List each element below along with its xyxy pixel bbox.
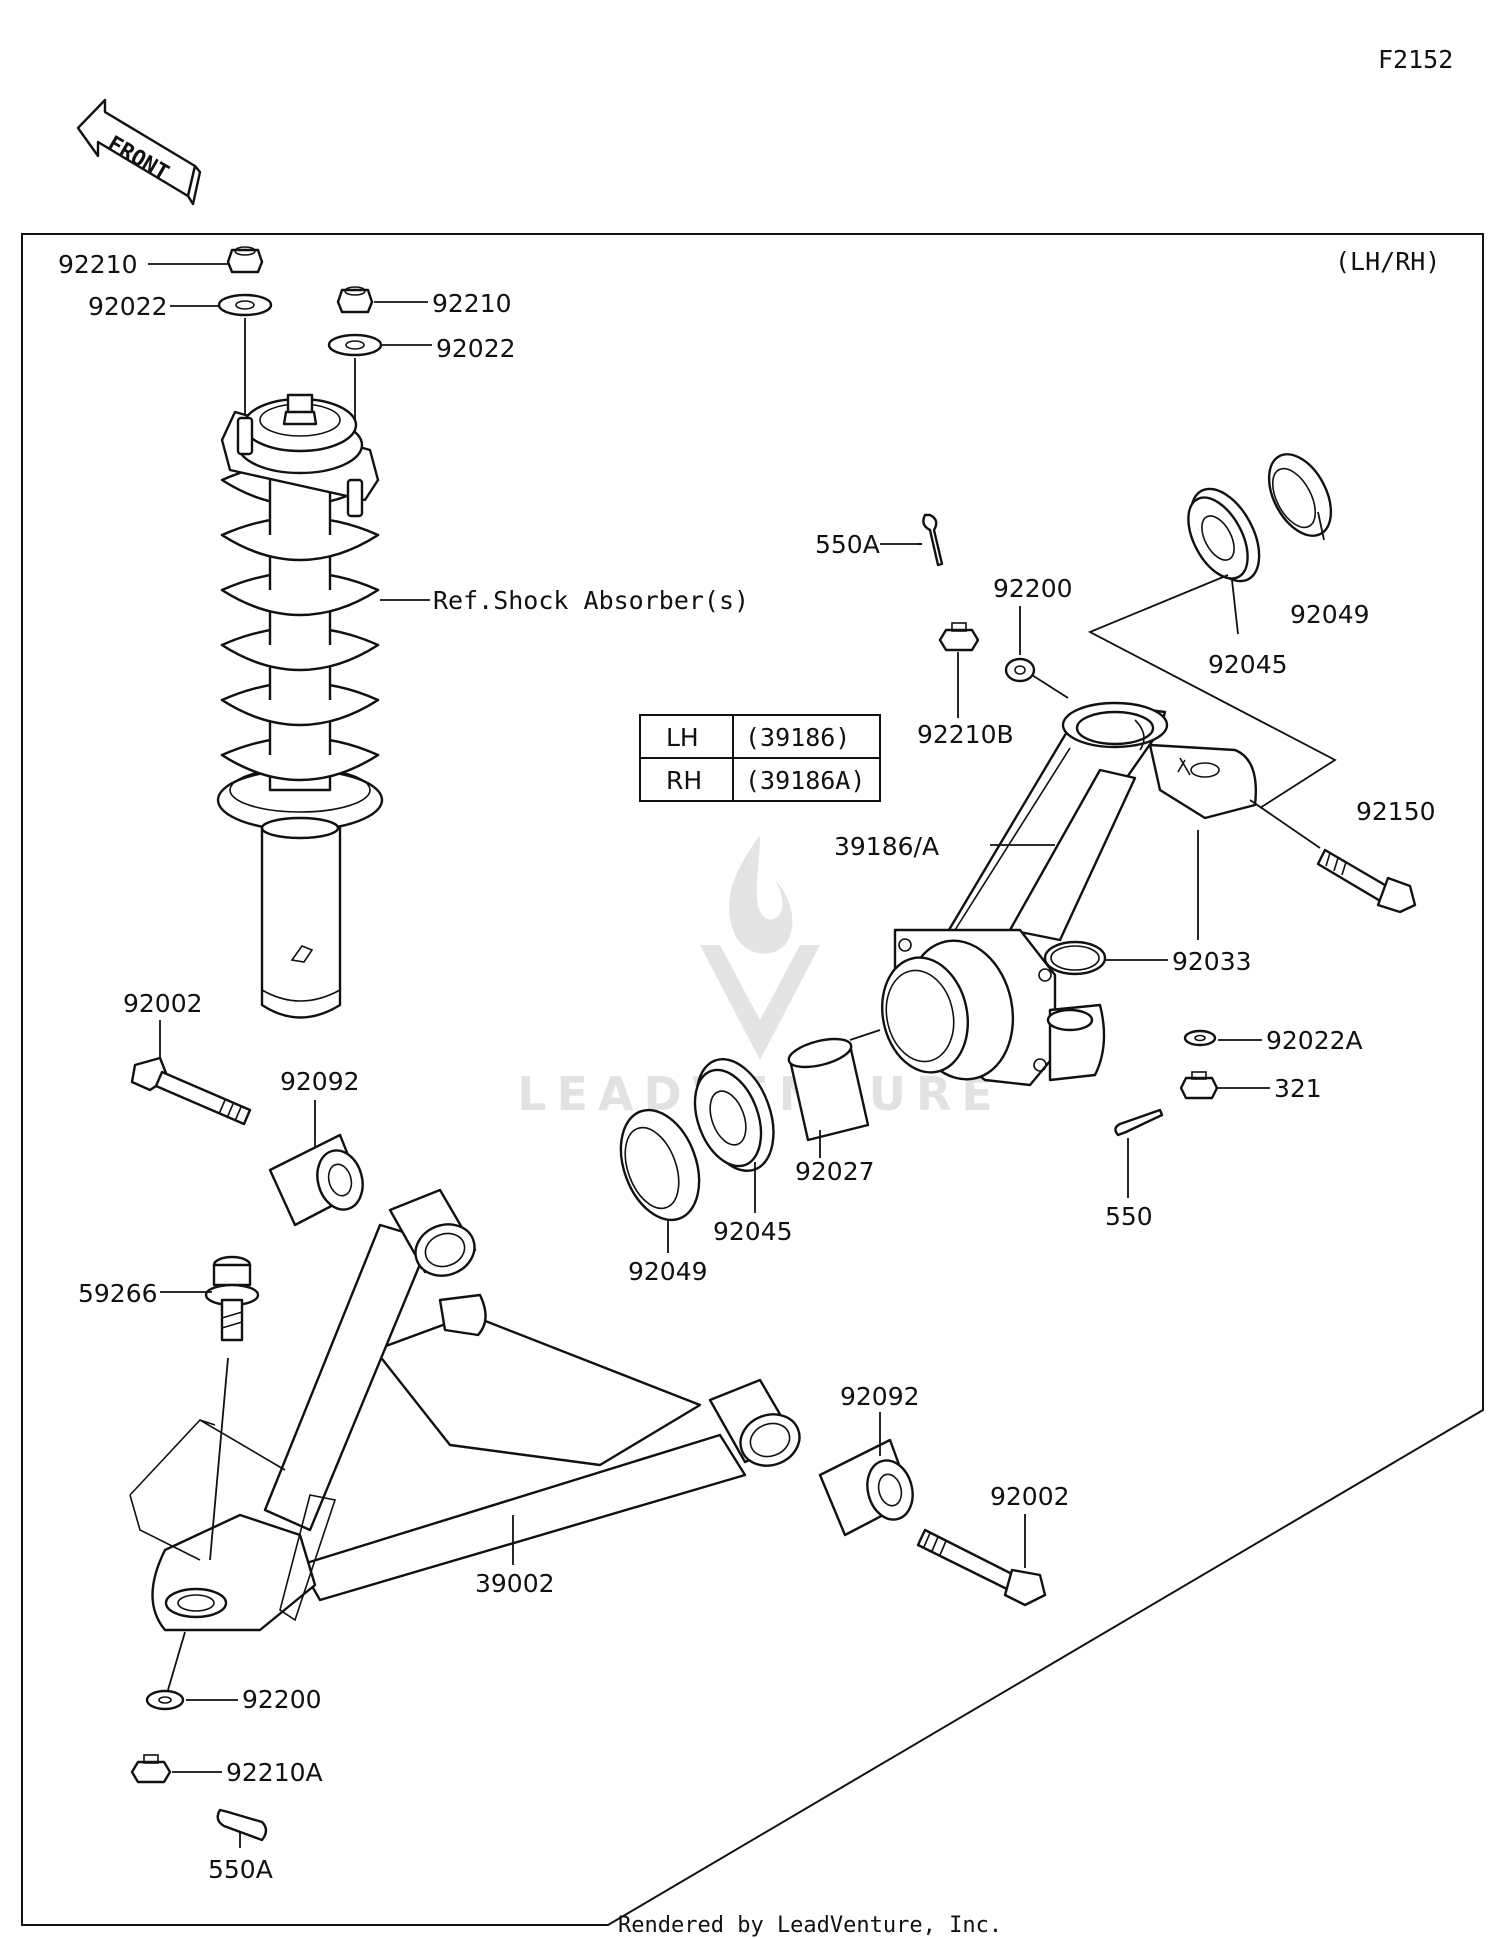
nut-92210b [938, 622, 980, 652]
nut-92210-left [226, 246, 264, 274]
seal-92049-upper [1267, 453, 1333, 537]
callout-92022a: 92022A [1266, 1026, 1363, 1055]
a-arm-39002 [129, 1188, 801, 1632]
callout-550a-upper: 550A [815, 530, 880, 559]
cotter-pin-550 [1114, 1108, 1164, 1137]
bolt-92150 [1316, 848, 1417, 914]
callout-labels: 92210 92022 92210 92022 550A 92200 92049… [58, 250, 1436, 1884]
shock-absorber [216, 246, 430, 1019]
callout-92002-lower: 92002 [990, 1482, 1070, 1511]
table-part-rh: (39186A) [745, 766, 865, 795]
callout-92033: 92033 [1172, 947, 1252, 976]
nut-92210a [130, 1754, 172, 1784]
spacer-92027 [787, 1037, 870, 1142]
callout-92210b: 92210B [917, 720, 1014, 749]
callout-92045-lower: 92045 [713, 1217, 793, 1246]
cotter-pin-550a-lower [216, 1808, 268, 1842]
diagram-frame [21, 233, 1484, 1926]
washer-92022-right [327, 333, 383, 357]
callout-92049-upper: 92049 [1290, 600, 1370, 629]
washer-92022a [1183, 1029, 1217, 1047]
callout-92022-right: 92022 [436, 334, 516, 363]
callout-321: 321 [1274, 1074, 1322, 1103]
ball-joint-59266 [204, 1255, 260, 1342]
table-side-rh: RH [666, 766, 702, 795]
washer-92200-lower [145, 1689, 185, 1711]
callout-92022-left: 92022 [88, 292, 168, 321]
callout-92002-upper: 92002 [123, 989, 203, 1018]
callout-92210a: 92210A [226, 1758, 323, 1787]
footer-rendered-by: Rendered by LeadVenture, Inc. [618, 1913, 1002, 1938]
bolt-92002-lower [916, 1528, 1047, 1607]
nut-92210-right [336, 286, 374, 314]
ref-shock-absorber-label: Ref.Shock Absorber(s) [433, 586, 749, 615]
washer-92200-upper [1004, 657, 1036, 683]
table-side-lh: LH [666, 723, 699, 752]
callout-92200-lower: 92200 [242, 1685, 322, 1714]
callout-92200-upper: 92200 [993, 574, 1073, 603]
cotter-pin-550a-upper [922, 513, 944, 567]
bushing-92092-upper [268, 1133, 364, 1227]
callout-92049-lower: 92049 [628, 1257, 708, 1286]
lh-rh-table: LH (39186) RH (39186A) [639, 714, 881, 802]
callout-92150: 92150 [1356, 797, 1436, 826]
callout-92045-upper: 92045 [1208, 650, 1288, 679]
callout-550a-lower: 550A [208, 1855, 273, 1884]
nut-321 [1179, 1071, 1219, 1100]
callout-92092-lower: 92092 [840, 1382, 920, 1411]
callout-39002: 39002 [475, 1569, 555, 1598]
callout-59266: 59266 [78, 1279, 158, 1308]
callout-92092-upper: 92092 [280, 1067, 360, 1096]
figure-code: F2152 [1378, 45, 1453, 74]
bearing-92045-upper [1187, 487, 1261, 583]
knuckle-39186 [880, 701, 1257, 1087]
bearing-92045-lower [693, 1057, 775, 1173]
callout-92210-right: 92210 [432, 289, 512, 318]
bushing-92092-lower [818, 1438, 914, 1537]
side-note: (LH/RH) [1335, 247, 1440, 276]
seal-92049-lower [619, 1108, 701, 1222]
callout-550: 550 [1105, 1202, 1153, 1231]
washer-92022-left [217, 293, 273, 317]
circlip-92033 [1043, 940, 1107, 976]
table-part-lh: (39186) [745, 723, 850, 752]
front-arrow-icon: FRONT [76, 98, 202, 206]
callout-92210-left: 92210 [58, 250, 138, 279]
bolt-92002-upper [130, 1056, 252, 1126]
callout-39186a: 39186/A [834, 832, 939, 861]
callout-92027: 92027 [795, 1157, 875, 1186]
leader-lines [159, 511, 1325, 1848]
